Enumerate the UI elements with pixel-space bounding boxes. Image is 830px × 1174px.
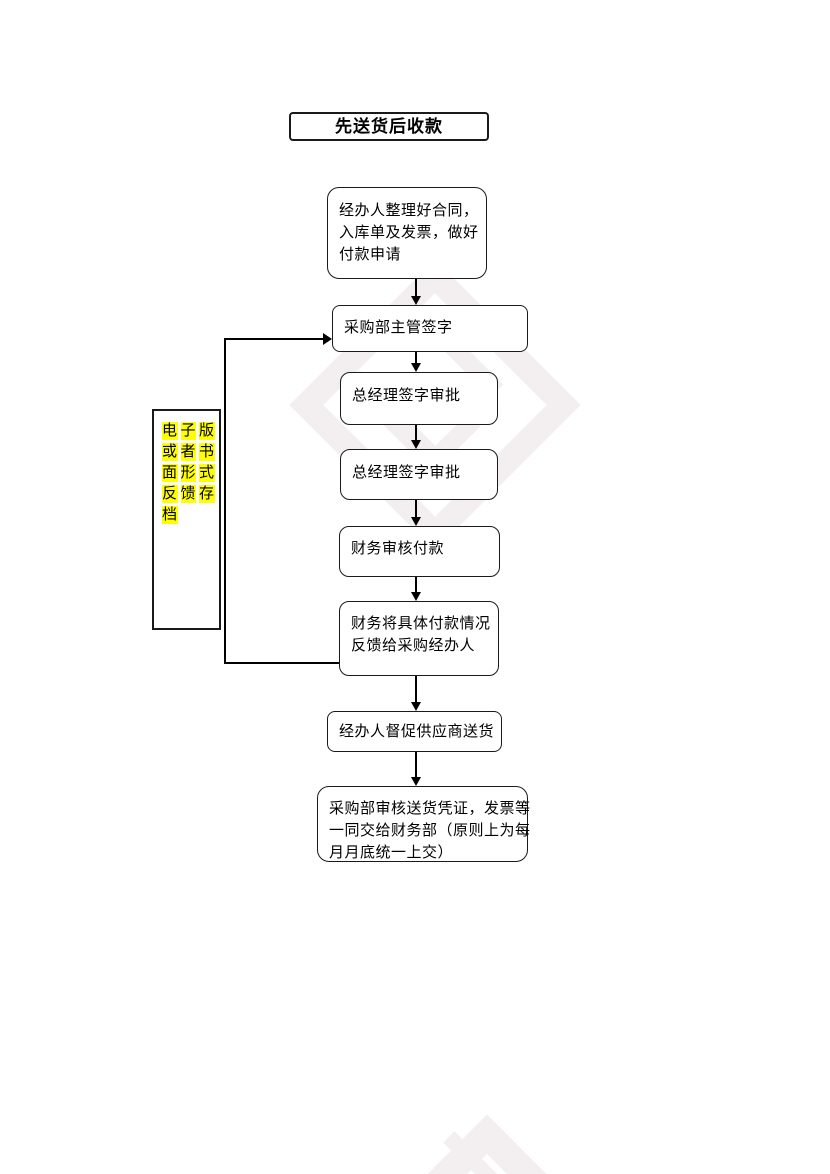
flow-node-urge-supplier-delivery: 经办人督促供应商送货 <box>327 711 502 752</box>
highlighted-char: 存 <box>199 485 215 503</box>
highlighted-char: 版 <box>199 422 215 440</box>
flowchart-title: 先送货后收款 <box>289 112 489 141</box>
side-note-line: 面形式 <box>162 463 219 484</box>
node-line: 经办人整理好合同， <box>339 203 479 219</box>
feedback-line-bottom-segment <box>224 662 339 664</box>
highlighted-char: 反 <box>162 485 178 503</box>
node-line: 财务将具体付款情况 <box>351 616 491 632</box>
feedback-line-vertical-segment <box>224 338 226 664</box>
side-note-line: 电子版 <box>162 421 219 442</box>
side-note-line: 或者书 <box>162 442 219 463</box>
flow-node-finance-feedback: 财务将具体付款情况 反馈给采购经办人 <box>339 601 499 676</box>
node-line: 月月底统一上交） <box>329 845 454 861</box>
flow-node-gm-sign-approve-2: 总经理签字审批 <box>340 449 498 500</box>
connector-arrow-gm2-to-finance-review <box>415 500 417 517</box>
node-line: 入库单及发票，做好 <box>339 225 479 241</box>
node-line: 财务审核付款 <box>351 541 445 557</box>
flow-node-finance-review-payment: 财务审核付款 <box>339 526 500 577</box>
connector-arrow-review-to-feedback <box>415 577 417 592</box>
feedback-line-top-segment <box>224 338 324 340</box>
side-note-line: 反馈存 <box>162 484 219 505</box>
node-line: 经办人督促供应商送货 <box>339 724 495 740</box>
node-line: 总经理签字审批 <box>352 388 461 404</box>
flow-node-gm-sign-approve-1: 总经理签字审批 <box>340 372 498 425</box>
flow-node-prepare-payment-request: 经办人整理好合同， 入库单及发票，做好 付款申请 <box>327 187 487 279</box>
feedback-arrowhead <box>323 333 332 345</box>
node-line: 采购部主管签字 <box>344 320 453 336</box>
highlighted-char: 形 <box>180 464 197 482</box>
highlighted-char: 式 <box>199 464 215 482</box>
highlighted-char: 或 <box>162 443 178 461</box>
highlighted-char: 电 <box>162 422 178 440</box>
highlighted-char: 面 <box>162 464 178 482</box>
node-line: 一同交给财务部（原则上为每 <box>329 823 531 839</box>
connector-arrow-gm1-to-gm2 <box>415 425 417 440</box>
node-line: 付款申请 <box>339 247 402 263</box>
highlighted-char: 档 <box>162 506 178 524</box>
connector-arrow-urge-to-submit <box>415 752 417 777</box>
flow-node-submit-delivery-documents: 采购部审核送货凭证，发票等 一同交给财务部（原则上为每 月月底统一上交） <box>317 786 531 862</box>
node-line: 反馈给采购经办人 <box>351 638 476 654</box>
highlighted-char: 书 <box>199 443 215 461</box>
highlighted-char: 子 <box>180 422 197 440</box>
flow-node-purchasing-manager-sign: 采购部主管签字 <box>332 305 528 352</box>
flowchart-title-label: 先送货后收款 <box>335 116 443 136</box>
connector-arrow-feedback-to-urge <box>415 676 417 702</box>
connector-arrow-prepare-to-manager <box>415 279 417 296</box>
node-line: 采购部审核送货凭证，发票等 <box>329 801 531 817</box>
side-note-line: 档 <box>162 505 219 526</box>
highlighted-char: 馈 <box>180 485 197 503</box>
highlighted-char: 者 <box>180 443 197 461</box>
connector-arrow-manager-to-gm1 <box>415 352 417 363</box>
node-line: 总经理签字审批 <box>352 465 461 481</box>
side-note-archive: 电子版 或者书 面形式 反馈存 档 <box>152 409 221 630</box>
